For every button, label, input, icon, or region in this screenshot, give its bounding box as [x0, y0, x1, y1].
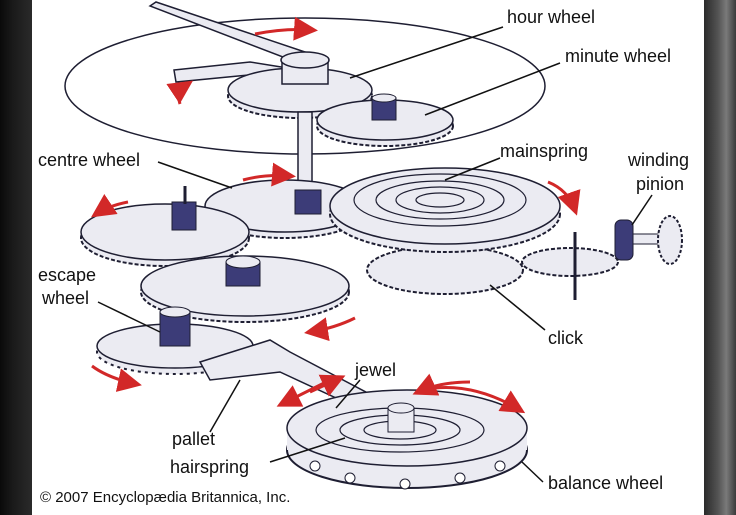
minute-wheel-gear [316, 93, 454, 147]
balance-wheel-part [286, 389, 528, 490]
hour-wheel-gear [227, 51, 373, 119]
right-dark-border [704, 0, 736, 515]
label-pinion: pinion [636, 174, 684, 194]
label-centre-wheel: centre wheel [38, 150, 140, 170]
winding-pinion-part [614, 215, 683, 265]
mainspring-barrel [329, 167, 561, 295]
ratchet-wheel-gear [521, 232, 619, 300]
label-hour-wheel: hour wheel [507, 7, 595, 27]
left-dark-border [0, 0, 32, 515]
label-mainspring: mainspring [500, 141, 588, 161]
label-balance-wheel: balance wheel [548, 473, 663, 493]
label-winding: winding [627, 150, 689, 170]
label-wheel: wheel [41, 288, 89, 308]
label-escape: escape [38, 265, 96, 285]
label-jewel: jewel [354, 360, 396, 380]
copyright-notice: © 2007 Encyclopædia Britannica, Inc. [40, 489, 290, 506]
motion-arrows [91, 16, 581, 414]
label-hairspring: hairspring [170, 457, 249, 477]
label-click: click [548, 328, 584, 348]
leader-lines [97, 26, 653, 483]
label-pallet: pallet [172, 429, 215, 449]
hour-hand [148, 1, 307, 63]
fourth-wheel-gear [140, 255, 350, 323]
third-wheel-gear [80, 186, 250, 267]
label-minute-wheel: minute wheel [565, 46, 671, 66]
